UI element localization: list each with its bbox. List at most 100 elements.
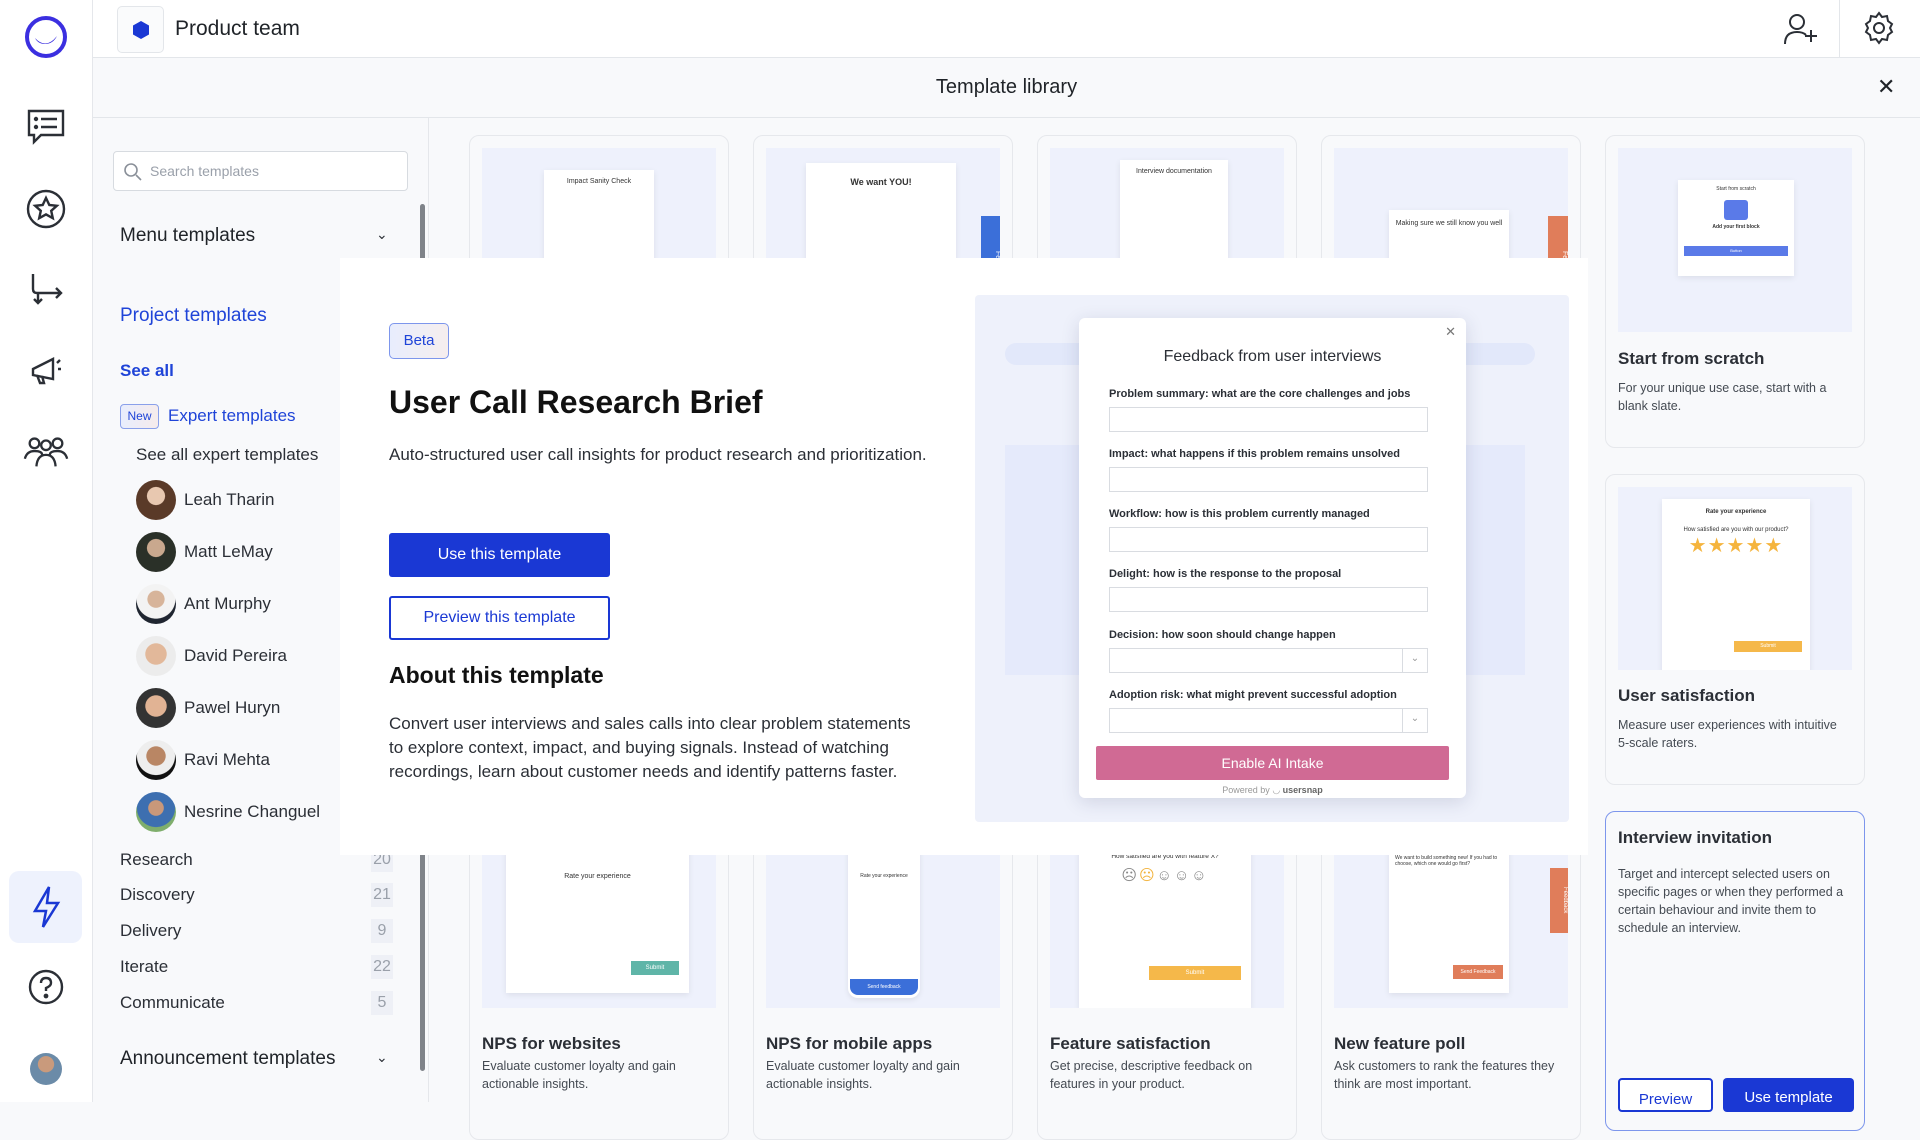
thumbnail-widget: Rate your experience Send feedback xyxy=(848,843,920,998)
problem-summary-input[interactable] xyxy=(1109,407,1428,432)
star-icon[interactable] xyxy=(22,185,70,233)
avatar xyxy=(136,636,176,676)
expert-item[interactable]: David Pereira xyxy=(184,646,287,665)
search-templates-input[interactable]: Search templates xyxy=(113,151,408,191)
template-thumbnail: Rate your experience Send feedback xyxy=(766,833,1000,1008)
thumbnail-widget: We want to build something new! If you h… xyxy=(1389,833,1509,993)
close-library-icon[interactable]: ✕ xyxy=(1877,74,1896,99)
impact-input[interactable] xyxy=(1109,467,1428,492)
delight-input[interactable] xyxy=(1109,587,1428,612)
thumbnail-submit: Submit xyxy=(631,961,679,975)
menu-templates-section[interactable]: Menu templates xyxy=(120,225,256,246)
usersnap-brand: usersnap xyxy=(1282,785,1323,795)
template-card-new-feature-poll[interactable]: We want to build something new! If you h… xyxy=(1321,820,1581,1140)
thumbnail-widget: How satisfied are you with feature X? ☹☹… xyxy=(1079,833,1251,1008)
expert-item[interactable]: Leah Tharin xyxy=(184,490,275,509)
adoption-risk-select[interactable]: ⌄ xyxy=(1109,708,1428,733)
workspace-name[interactable]: Product team xyxy=(175,17,300,40)
category-count: 22 xyxy=(371,955,393,979)
expert-item[interactable]: Pawel Huryn xyxy=(184,698,281,717)
expert-templates-link[interactable]: Expert templates xyxy=(168,406,296,425)
template-thumbnail: Rate your experience How satisfied are y… xyxy=(1618,487,1852,670)
thumbnail-widget-subtitle: How satisfied are you with our product? xyxy=(1683,527,1789,533)
thumbnail-widget-title: Rate your experience xyxy=(860,873,908,879)
avatar xyxy=(136,792,176,832)
category-delivery[interactable]: Delivery xyxy=(120,921,182,940)
top-header: Product team xyxy=(93,0,1920,58)
expert-item[interactable]: Ant Murphy xyxy=(184,594,271,613)
chevron-down-icon[interactable]: ⌄ xyxy=(376,1049,388,1065)
use-this-template-button[interactable]: Use this template xyxy=(389,533,610,577)
thumbnail-widget-subtitle: Add your first block xyxy=(1712,224,1760,230)
project-templates-section[interactable]: Project templates xyxy=(120,305,267,326)
card-description: Measure user experiences with intuitive … xyxy=(1618,718,1837,750)
thumbnail-widget: Start from scratch Add your first block … xyxy=(1678,180,1794,276)
category-communicate[interactable]: Communicate xyxy=(120,993,225,1012)
megaphone-icon[interactable] xyxy=(22,346,70,394)
use-template-button[interactable]: Use template xyxy=(1723,1078,1854,1112)
see-all-expert-templates[interactable]: See all expert templates xyxy=(136,445,319,464)
card-title: Feature satisfaction xyxy=(1050,1034,1211,1053)
thumbnail-widget-title: Start from scratch xyxy=(1716,186,1756,192)
feedback-widget-preview: ✕ Feedback from user interviews Problem … xyxy=(1079,318,1466,798)
card-title: Start from scratch xyxy=(1618,349,1765,368)
announcement-templates-section[interactable]: Announcement templates xyxy=(120,1048,336,1069)
decision-select[interactable]: ⌄ xyxy=(1109,648,1428,673)
template-detail-panel: Beta User Call Research Brief Auto-struc… xyxy=(340,258,1588,855)
widget-close-icon[interactable]: ✕ xyxy=(1445,324,1456,339)
template-preview-area: ✕ Feedback from user interviews Problem … xyxy=(975,295,1569,822)
usersnap-logo-icon[interactable] xyxy=(22,13,70,61)
enable-ai-intake-button[interactable]: Enable AI Intake xyxy=(1096,746,1449,780)
expert-item[interactable]: Ravi Mehta xyxy=(184,750,270,769)
thumbnail-widget-title: How satisfied are you with feature X? xyxy=(1111,853,1219,860)
template-card-nps-mobile[interactable]: Rate your experience Send feedback NPS f… xyxy=(753,820,1013,1140)
expert-item[interactable]: Nesrine Changuel xyxy=(184,802,321,821)
field-label: Delight: how is the response to the prop… xyxy=(1109,568,1342,580)
card-description: Ask customers to rank the features they … xyxy=(1334,1059,1555,1091)
feedback-list-icon[interactable] xyxy=(22,103,70,151)
category-research[interactable]: Research xyxy=(120,850,193,869)
template-card-feature-satisfaction[interactable]: How satisfied are you with feature X? ☹☹… xyxy=(1037,820,1297,1140)
search-placeholder: Search templates xyxy=(150,163,259,179)
workflow-input[interactable] xyxy=(1109,527,1428,552)
template-card-start-from-scratch[interactable]: Start from scratch Add your first block … xyxy=(1605,135,1865,448)
add-user-icon[interactable] xyxy=(1783,12,1819,51)
help-icon[interactable] xyxy=(22,963,70,1011)
flow-icon[interactable] xyxy=(22,266,70,314)
card-title: Interview invitation xyxy=(1618,828,1772,847)
template-thumbnail: How satisfied are you with feature X? ☹☹… xyxy=(1050,833,1284,1008)
preview-button[interactable]: Preview xyxy=(1618,1078,1713,1112)
thumbnail-widget-title: Rate your experience xyxy=(564,873,631,880)
user-avatar[interactable] xyxy=(30,1053,62,1085)
template-subtitle: Auto-structured user call insights for p… xyxy=(389,445,927,464)
see-all-link[interactable]: See all xyxy=(120,361,174,380)
thumbnail-submit: Send feedback xyxy=(850,979,918,995)
field-label: Workflow: how is this problem currently … xyxy=(1109,508,1370,520)
template-thumbnail: Rate your experience Submit xyxy=(482,833,716,1008)
thumbnail-submit: Send Feedback xyxy=(1453,965,1503,979)
category-discovery[interactable]: Discovery xyxy=(120,885,195,904)
powered-by-label: Powered by xyxy=(1222,785,1270,795)
category-iterate[interactable]: Iterate xyxy=(120,957,169,976)
expert-item[interactable]: Matt LeMay xyxy=(184,542,273,561)
about-heading: About this template xyxy=(389,662,604,688)
template-card-interview-invitation[interactable]: Interview invitation Target and intercep… xyxy=(1605,811,1865,1131)
card-title: NPS for websites xyxy=(482,1034,621,1053)
automation-nav-active[interactable] xyxy=(9,871,82,943)
emoji-rating-icons: ☹☹☺☺☺ xyxy=(1121,867,1209,884)
card-description: Target and intercept selected users on s… xyxy=(1618,867,1844,935)
team-icon[interactable] xyxy=(22,428,70,476)
category-count: 9 xyxy=(371,919,393,943)
preview-this-template-button[interactable]: Preview this template xyxy=(389,596,610,640)
field-label: Impact: what happens if this problem rem… xyxy=(1109,448,1400,460)
template-card-nps-websites[interactable]: Rate your experience Submit NPS for webs… xyxy=(469,820,729,1140)
thumbnail-button: Button xyxy=(1684,246,1788,256)
avatar xyxy=(136,480,176,520)
card-description: Evaluate customer loyalty and gain actio… xyxy=(766,1059,960,1091)
chevron-down-icon[interactable]: ⌄ xyxy=(376,226,388,242)
workspace-icon[interactable] xyxy=(117,6,164,53)
template-card-user-satisfaction[interactable]: Rate your experience How satisfied are y… xyxy=(1605,474,1865,785)
field-label: Problem summary: what are the core chall… xyxy=(1109,388,1411,400)
settings-gear-icon[interactable] xyxy=(1862,11,1896,50)
template-thumbnail: Start from scratch Add your first block … xyxy=(1618,148,1852,332)
